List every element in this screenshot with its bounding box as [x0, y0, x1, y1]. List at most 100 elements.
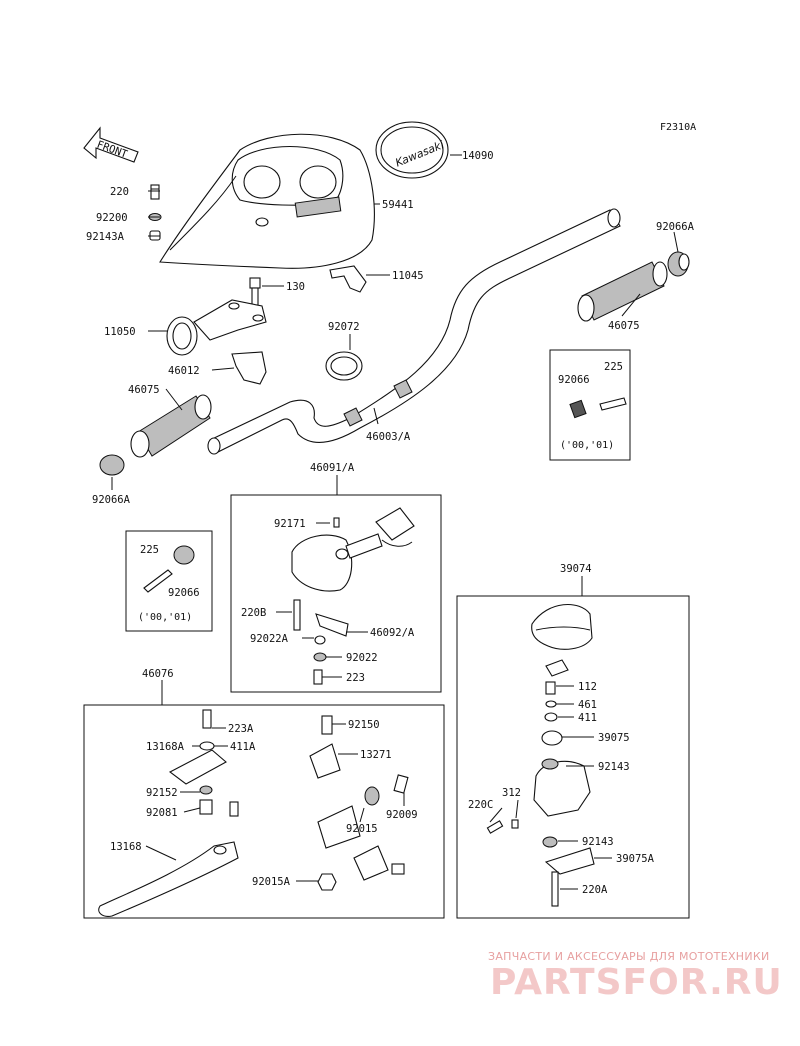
label-92015A: 92015A	[252, 876, 291, 888]
holder-11050-part	[166, 299, 267, 356]
bolt-220A-part	[551, 871, 559, 907]
nut-92015-part	[364, 786, 380, 806]
bracket-11045-part	[329, 265, 367, 293]
label-411A: 411A	[230, 741, 256, 753]
master-cylinder-box	[456, 595, 690, 919]
grip-left-46075-part	[130, 394, 212, 458]
watermark-brand: PARTSFOR.RU	[490, 962, 783, 1003]
label-46091A: 46091/A	[310, 462, 355, 474]
boot-92143-part	[542, 836, 558, 848]
label-11045: 11045	[392, 270, 424, 282]
label-92022: 92022	[346, 652, 378, 664]
washer-92022-part	[313, 652, 327, 662]
label-13168: 13168	[110, 841, 142, 853]
grip-right-46075-part	[577, 261, 668, 322]
meter-cover-part	[159, 133, 375, 269]
adjuster-part	[391, 863, 405, 875]
label-92009: 92009	[386, 809, 418, 821]
inset-left-box	[125, 530, 213, 632]
label-39075A: 39075A	[616, 853, 655, 865]
label-39075: 39075	[598, 732, 630, 744]
label-92072: 92072	[328, 321, 360, 333]
bolt-92009-part	[393, 774, 409, 794]
inset-right-note: ('00,'01)	[560, 440, 614, 451]
inset-right-label-b: 225	[604, 361, 623, 373]
label-92200: 92200	[96, 212, 128, 224]
emblem-part: Kawasaki	[375, 121, 449, 179]
label-46075-left: 46075	[128, 384, 160, 396]
washer-92022A-part	[314, 635, 326, 645]
washer-461-part	[545, 700, 557, 708]
label-92066A-top: 92066A	[656, 221, 695, 233]
cap-39075-part	[541, 730, 563, 746]
perch-part	[353, 845, 389, 881]
spring-92152-part	[199, 785, 213, 795]
end-cap-92066A-left-part	[99, 454, 125, 476]
figure-code: F2310A	[660, 122, 696, 133]
label-13168A: 13168A	[146, 741, 185, 753]
leader-lines	[111, 154, 679, 890]
lever-assembly-box	[83, 704, 445, 919]
inset-right-box	[549, 349, 631, 461]
pin-part	[229, 801, 239, 817]
bolt-130-part	[249, 277, 261, 307]
label-92015: 92015	[346, 823, 378, 835]
clamp-46012-part	[231, 351, 267, 385]
label-130: 130	[286, 281, 305, 293]
label-92022A: 92022A	[250, 633, 289, 645]
band-92072-part	[325, 351, 363, 381]
switch-assembly-box	[230, 494, 442, 693]
label-112: 112	[578, 681, 597, 693]
front-arrow-icon: FRONT	[83, 126, 139, 163]
label-92066A-bottom: 92066A	[92, 494, 131, 506]
label-92143-b: 92143	[582, 836, 614, 848]
bracket-13271-part	[309, 743, 341, 779]
inset-left-label-a: 225	[140, 544, 159, 556]
label-46003A: 46003/A	[366, 431, 411, 443]
screw-112-part	[545, 681, 556, 695]
label-11050: 11050	[104, 326, 136, 338]
washer-411A-part	[199, 741, 215, 751]
label-92150: 92150	[348, 719, 380, 731]
end-cap-92066A-right-part	[667, 251, 690, 277]
label-220C: 220C	[468, 799, 493, 811]
label-46075-top: 46075	[608, 320, 640, 332]
label-46092A: 46092/A	[370, 627, 415, 639]
label-92143A: 92143A	[86, 231, 125, 243]
inset-left-label-b: 92066	[168, 587, 200, 599]
label-92152: 92152	[146, 787, 178, 799]
lever-46092-part	[315, 613, 349, 637]
label-39074: 39074	[560, 563, 592, 575]
inset-left-screw-part	[143, 569, 173, 593]
label-223A: 223A	[228, 723, 254, 735]
oring-411-part	[544, 712, 558, 722]
bolt-220-part	[150, 184, 160, 200]
cover-39074-part	[531, 603, 593, 650]
nut-92015A-part	[317, 873, 337, 891]
label-59441: 59441	[382, 199, 414, 211]
handlebar-switch-part	[291, 507, 415, 592]
inset-left-cap-part	[173, 545, 195, 565]
inset-right-label-a: 92066	[558, 374, 590, 386]
bolt-220C-part	[486, 820, 504, 834]
label-411: 411	[578, 712, 597, 724]
label-46012: 46012	[168, 365, 200, 377]
master-cylinder-body-part	[533, 758, 591, 817]
collar-92081-part	[199, 799, 213, 815]
label-220: 220	[110, 186, 129, 198]
inset-left-note: ('00,'01)	[138, 612, 192, 623]
screw-220B-part	[293, 599, 301, 631]
bolt-92150-part	[321, 715, 333, 735]
lever-bracket-part	[317, 805, 361, 849]
inset-right-screw-part	[599, 397, 627, 411]
label-220B: 220B	[241, 607, 266, 619]
label-14090: 14090	[462, 150, 494, 162]
label-92081: 92081	[146, 807, 178, 819]
handlebar-46003-part	[207, 208, 621, 455]
circlip-312-part	[511, 819, 519, 829]
label-13271: 13271	[360, 749, 392, 761]
label-92171: 92171	[274, 518, 306, 530]
watermark-tagline: ЗАПЧАСТИ И АКСЕССУАРЫ ДЛЯ МОТОТЕХНИКИ	[488, 950, 770, 963]
